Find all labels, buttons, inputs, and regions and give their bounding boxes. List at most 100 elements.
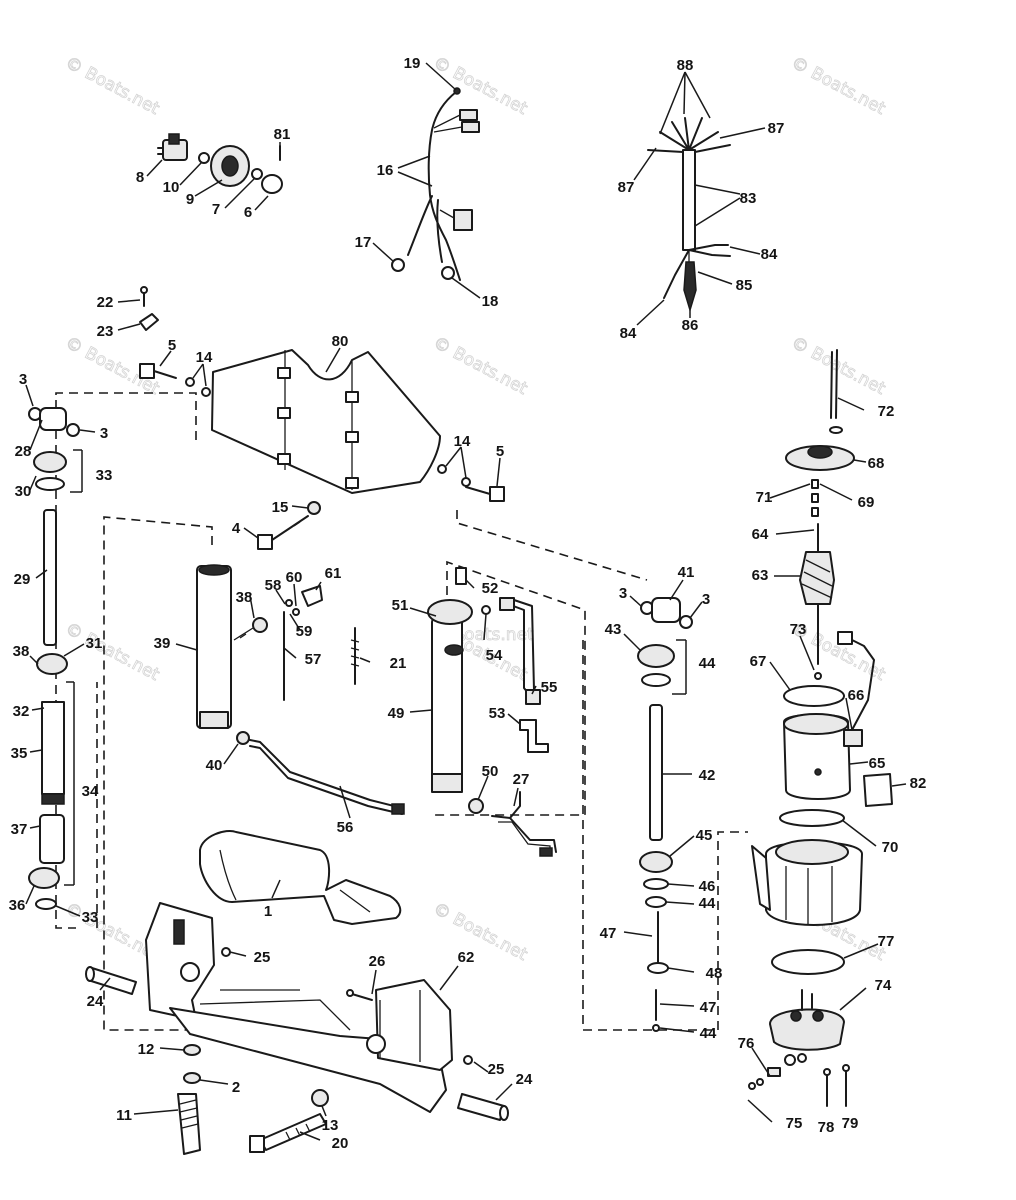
seal <box>637 644 675 668</box>
part-callout: 71 <box>756 489 773 506</box>
cylinder-cap <box>36 653 68 675</box>
reservoir-flap <box>751 845 771 911</box>
pump-port <box>784 1054 796 1066</box>
clevis <box>301 585 323 607</box>
through-bolt <box>835 349 838 419</box>
part-callout: 38 <box>13 643 30 660</box>
part-callout: 20 <box>332 1135 349 1152</box>
o-ring <box>481 605 491 615</box>
washer-2 <box>183 1072 201 1084</box>
leader <box>29 419 43 451</box>
bracket-slot <box>173 919 185 945</box>
valve <box>252 617 268 633</box>
washer <box>201 387 211 397</box>
leader <box>359 657 371 663</box>
part-callout: 57 <box>305 651 322 668</box>
leader <box>371 969 377 995</box>
line-fitting <box>391 803 405 815</box>
leader <box>325 347 341 373</box>
part-callout: 36 <box>9 897 26 914</box>
part-callout: 56 <box>337 819 354 836</box>
part-callout: 64 <box>752 526 769 543</box>
cylinder-tube <box>41 701 65 795</box>
leader <box>439 965 459 991</box>
leader <box>684 71 711 119</box>
piston-rod <box>649 704 663 841</box>
watermark: © Boats.net <box>62 53 163 120</box>
part-callout: 28 <box>15 443 32 460</box>
stern-bracket-left <box>145 902 215 1021</box>
part-callout: 59 <box>296 623 313 640</box>
part-callout: 40 <box>206 757 223 774</box>
knob <box>261 174 283 194</box>
brush <box>811 493 819 503</box>
cylinder-body <box>196 565 232 729</box>
leader <box>891 783 907 787</box>
bolt-thread <box>179 1099 199 1129</box>
part-callout: 5 <box>496 443 504 460</box>
seal <box>33 451 67 473</box>
part-callout: 50 <box>482 763 499 780</box>
washer <box>251 168 263 180</box>
center-cylinder-boundary <box>103 516 213 1031</box>
piston <box>639 851 673 873</box>
pump-valve <box>790 1010 802 1022</box>
leader <box>465 579 475 589</box>
part-callout: 44 <box>699 655 716 672</box>
part-callout: 25 <box>254 949 271 966</box>
leader <box>694 197 741 227</box>
bracket <box>211 349 441 494</box>
ball <box>285 599 293 607</box>
leader <box>477 775 489 801</box>
part-callout: 30 <box>15 483 32 500</box>
leader <box>694 184 741 195</box>
leader <box>291 505 309 509</box>
left-cylinder-boundary <box>55 392 197 440</box>
leader <box>254 195 269 211</box>
leader <box>425 62 457 91</box>
part-callout: 26 <box>369 953 386 970</box>
leader <box>194 179 223 197</box>
pin-end <box>85 966 95 982</box>
screw-head <box>823 1068 831 1076</box>
label-82 <box>863 773 893 807</box>
harness-wire <box>407 195 433 256</box>
leader <box>299 1131 321 1141</box>
part-callout: 31 <box>86 635 103 652</box>
spring <box>41 793 65 805</box>
leader <box>460 446 467 479</box>
o-ring <box>641 673 671 687</box>
nut <box>307 501 321 515</box>
fitting-52 <box>455 567 467 585</box>
harness-wire <box>433 114 463 133</box>
o-ring-70 <box>779 809 845 827</box>
part-callout: 24 <box>516 1071 533 1088</box>
leader <box>271 879 281 899</box>
leader <box>769 661 791 691</box>
trim-cylinder-boundary <box>430 560 586 816</box>
bolt-shank <box>153 370 177 379</box>
wiring-harness-left <box>391 87 480 281</box>
leader <box>249 595 255 619</box>
pivot-pin-24 <box>457 1093 505 1121</box>
leader <box>192 363 204 379</box>
part-callout: 63 <box>752 567 769 584</box>
washer <box>437 464 447 474</box>
part-callout: 87 <box>618 179 635 196</box>
cylinder-top <box>198 564 230 576</box>
leader <box>729 246 761 255</box>
bolt-head <box>489 486 505 502</box>
part-callout: 14 <box>196 349 213 366</box>
washer-73 <box>814 672 822 680</box>
leader <box>321 1105 327 1117</box>
part-callout: 60 <box>286 569 303 586</box>
watermark-layer: © Boats.net © Boats.net © Boats.net © Bo… <box>61 52 889 965</box>
hose-fitting <box>499 597 515 611</box>
leader <box>837 397 865 411</box>
bracket-hole <box>277 453 291 465</box>
trim-switch-assembly <box>157 133 283 194</box>
clip <box>139 313 159 331</box>
part-callout: 38 <box>236 589 253 606</box>
part-callout: 86 <box>682 317 699 334</box>
